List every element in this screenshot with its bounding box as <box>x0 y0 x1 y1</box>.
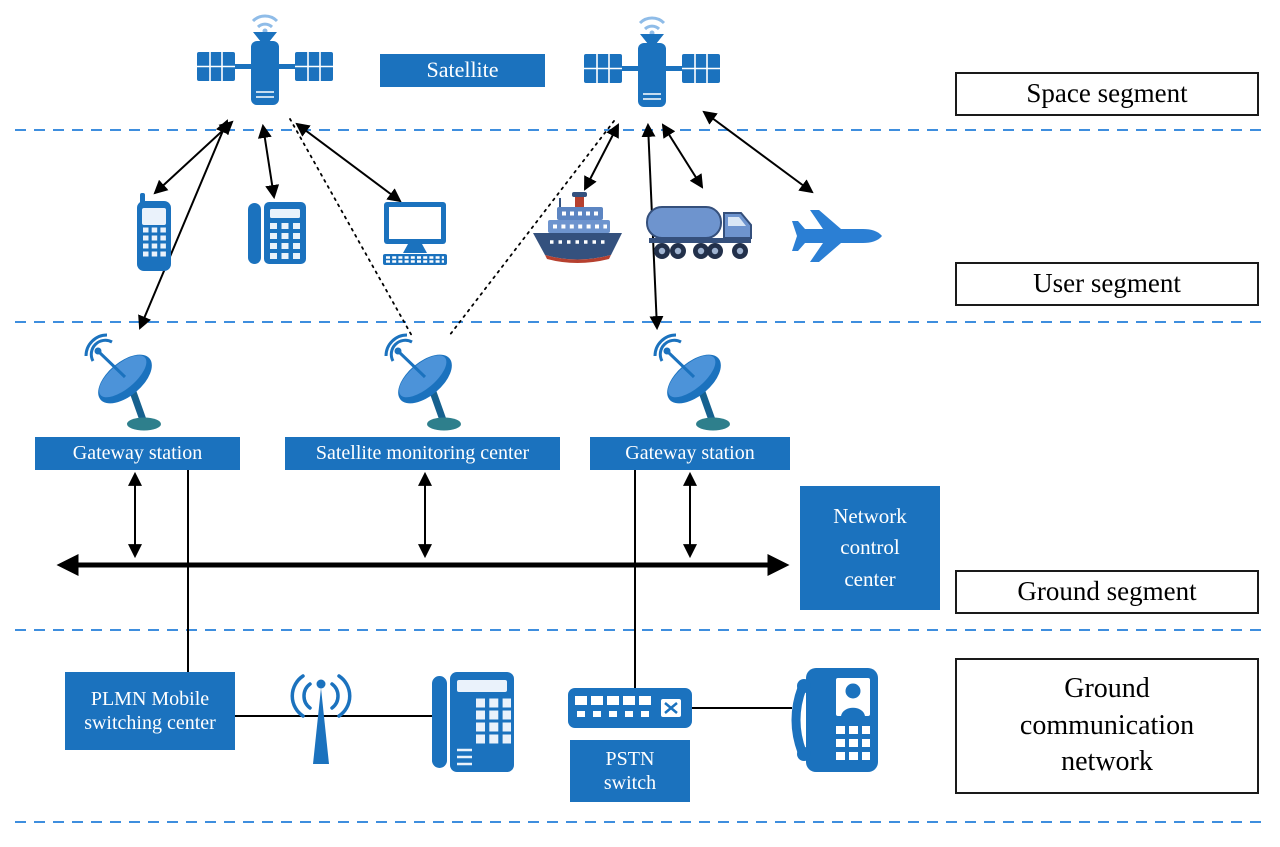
computer-icon <box>382 202 448 266</box>
satellite-icon <box>195 8 335 120</box>
cell-tower-icon <box>283 672 359 768</box>
airplane-icon <box>790 205 885 267</box>
segment-label-ground-comm-line: communication <box>1019 709 1195 741</box>
plmn-box-line: PLMN Mobile <box>90 687 210 710</box>
satellite-label: Satellite <box>380 54 545 87</box>
ship-icon <box>530 192 625 272</box>
plmn-box-line: switching center <box>84 712 216 734</box>
gateway-station-left-box: Gateway station <box>35 437 240 470</box>
pstn-box-line: switch <box>603 772 657 794</box>
desk-phone-icon <box>248 200 306 266</box>
satellite-link-arrows <box>138 110 814 331</box>
network-switch-icon <box>568 688 692 728</box>
network-control-center-line: control <box>840 535 900 560</box>
segment-label-ground-comm-line: network <box>1061 746 1153 778</box>
gateway-station-right-box: Gateway station <box>590 437 790 470</box>
monitoring-dotted-links <box>289 118 615 337</box>
pstn-switch-box: PSTN switch <box>570 740 690 802</box>
desk-phone-large-icon <box>432 670 514 775</box>
network-control-center-box: Network control center <box>800 486 940 610</box>
satellite-dish-icon <box>652 332 740 434</box>
network-control-center-line: Network <box>833 503 907 528</box>
segment-label-ground: Ground segment <box>955 570 1259 614</box>
satellite-monitoring-center-box: Satellite monitoring center <box>285 437 560 470</box>
network-control-center-line: center <box>844 566 896 591</box>
mobile-phone-icon <box>133 193 175 273</box>
plmn-mobile-switching-center-box: PLMN Mobile switching center <box>65 672 235 750</box>
satellite-dish-icon <box>383 332 471 434</box>
pstn-box-line: PSTN <box>605 747 655 770</box>
segment-label-user: User segment <box>955 262 1259 306</box>
payphone-icon <box>790 668 878 776</box>
truck-icon <box>645 198 760 266</box>
satellite-dish-icon <box>83 332 171 434</box>
ground-network-connector-lines <box>187 470 792 717</box>
segment-label-ground-comm: Ground communication network <box>955 658 1259 794</box>
satellite-icon <box>582 10 722 122</box>
segment-label-space: Space segment <box>955 72 1259 116</box>
segment-label-ground-comm-line: Ground <box>1064 673 1150 705</box>
box-bus-arrows <box>128 471 697 559</box>
